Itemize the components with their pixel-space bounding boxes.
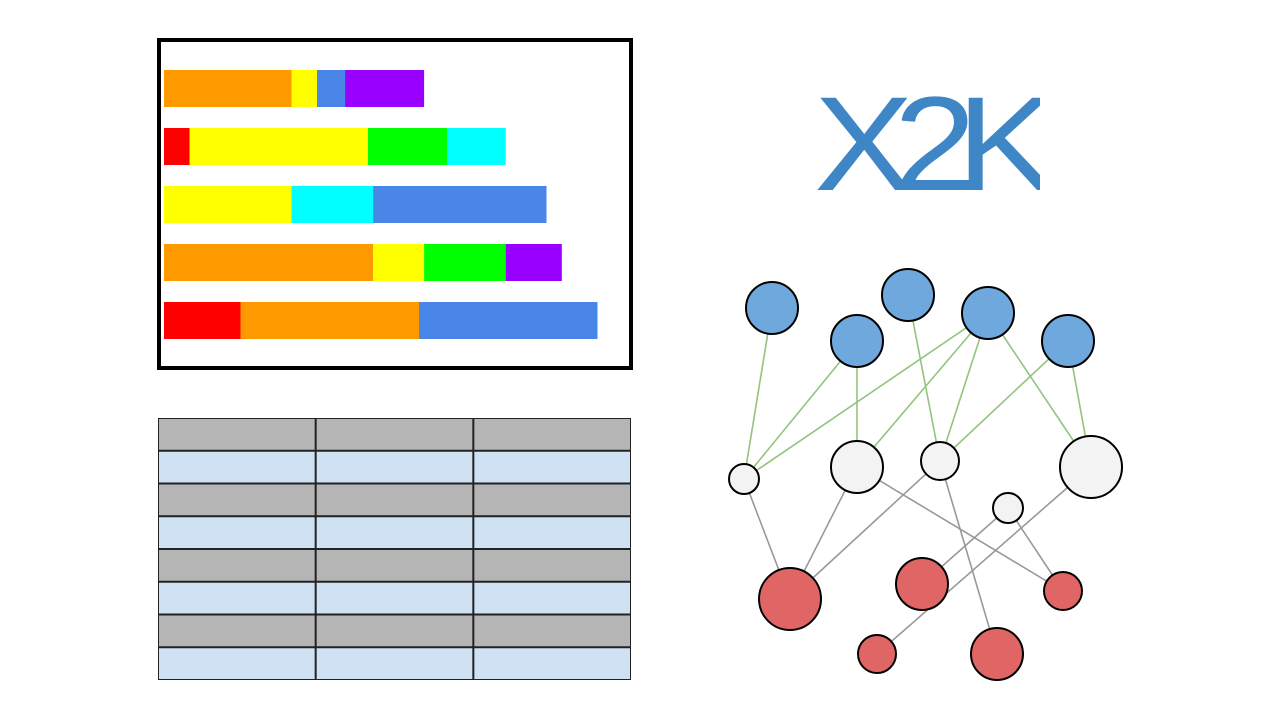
edge-w3-r1 [789, 460, 941, 600]
red-node-r5 [970, 627, 1024, 681]
blue-node-b1 [745, 281, 799, 335]
bar-1-segment-4 [345, 70, 425, 107]
red-node-r2 [895, 557, 949, 611]
edge-w4-r4 [876, 466, 1092, 655]
bar-2-segment-4 [447, 128, 506, 165]
table-row [158, 483, 631, 517]
bar-2-segment-1 [164, 128, 190, 165]
bar-4-segment-4 [505, 244, 562, 281]
white-node-w2 [830, 440, 884, 494]
bar-4-segment-2 [373, 244, 425, 281]
red-node-r4 [857, 634, 897, 674]
edge-b4-w1 [743, 312, 989, 480]
white-node-w3 [920, 441, 960, 481]
edge-b2-w1 [743, 340, 858, 480]
network-graph [728, 268, 1123, 681]
bar-5-segment-3 [419, 302, 598, 339]
blue-node-b5 [1041, 314, 1095, 368]
data-table-graphic [158, 418, 631, 680]
bar-3-segment-3 [373, 186, 547, 223]
edge-b5-w3 [939, 340, 1069, 462]
white-node-w1 [728, 463, 760, 495]
blue-node-b2 [830, 314, 884, 368]
table-row [158, 614, 631, 648]
network-nodes [728, 268, 1123, 681]
white-node-w4 [1059, 435, 1123, 499]
stacked-bar-panel [157, 38, 633, 370]
table-row [158, 418, 631, 451]
table-row [158, 549, 631, 582]
table-row [158, 450, 631, 484]
bar-2-segment-2 [189, 128, 368, 165]
logo-text: X2K [814, 72, 1040, 202]
table-row [158, 647, 631, 680]
stacked-bar-chart [164, 70, 598, 339]
bar-1-segment-2 [291, 70, 317, 107]
edge-b1-w1 [743, 307, 773, 480]
bar-1-segment-1 [164, 70, 292, 107]
x2k-logo: X2K [814, 72, 1040, 202]
edge-w3-r5 [939, 460, 998, 655]
white-node-w5 [992, 492, 1024, 524]
table-row [158, 516, 631, 549]
bar-2-segment-3 [368, 128, 448, 165]
bar-5-segment-1 [164, 302, 241, 339]
red-node-r3 [1043, 571, 1083, 611]
edge-b4-w2 [856, 312, 989, 468]
blue-node-b4 [961, 286, 1015, 340]
table-row [158, 581, 631, 615]
bar-1-segment-3 [317, 70, 346, 107]
bar-3-segment-2 [291, 186, 374, 223]
bar-3-segment-1 [164, 186, 292, 223]
bar-4-segment-1 [164, 244, 374, 281]
bar-4-segment-3 [424, 244, 506, 281]
bar-5-segment-2 [240, 302, 419, 339]
red-node-r1 [758, 567, 822, 631]
blue-node-b3 [881, 268, 935, 322]
edge-b3-w3 [907, 294, 941, 462]
